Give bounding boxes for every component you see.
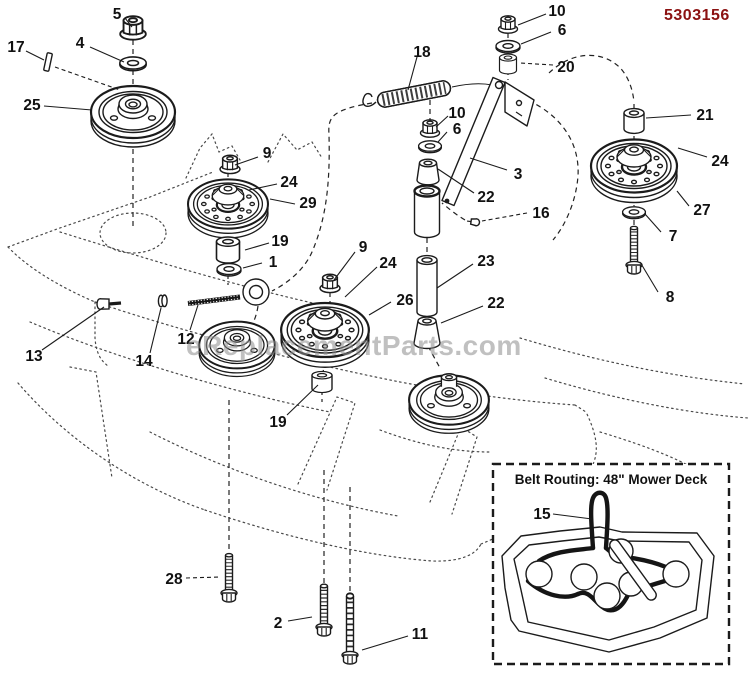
- callout-15: 15: [533, 506, 551, 523]
- square-key-17: [43, 52, 53, 72]
- callout-12: 12: [177, 331, 194, 348]
- bushing-22b: [413, 316, 441, 350]
- spindle-pulley-27: [589, 138, 679, 204]
- callout-24c: 24: [379, 255, 397, 272]
- callout-22b: 22: [487, 295, 504, 312]
- spacer-20: [498, 53, 518, 75]
- callout-10b: 10: [448, 105, 465, 122]
- hex-bolt-8: [625, 226, 643, 275]
- callout-leader-lines: [25, 13, 708, 651]
- belt-routing-inset: Belt Routing: 48" Mower Deck 15: [491, 462, 731, 666]
- flange-nut-10b: [419, 119, 441, 138]
- callout-16: 16: [532, 205, 550, 222]
- bushing-22a: [416, 158, 440, 186]
- callout-22a: 22: [477, 189, 494, 206]
- washer-14-edge: [157, 294, 168, 308]
- watermark: eReplacementParts.com: [186, 330, 522, 361]
- callout-14: 14: [135, 353, 153, 370]
- callout-4: 4: [76, 35, 85, 52]
- washer-6b: [417, 140, 443, 154]
- washer-6a: [495, 39, 521, 54]
- callout-18: 18: [413, 44, 431, 61]
- inset-title: Belt Routing: 48" Mower Deck: [515, 472, 708, 487]
- callout-27: 27: [693, 202, 710, 219]
- flat-idler-pulley-25: [89, 84, 177, 149]
- hex-bolt-28: [220, 554, 238, 603]
- callout-17: 17: [7, 39, 24, 56]
- flange-nut-5: [119, 15, 147, 41]
- screw-16: [466, 218, 481, 227]
- callout-29: 29: [299, 195, 317, 212]
- callout-23: 23: [477, 253, 495, 270]
- inset-pulleys: [525, 538, 690, 610]
- hex-bolt-2: [315, 584, 333, 637]
- idler-arm-3: [441, 76, 535, 207]
- washer-4: [119, 56, 147, 72]
- callout-24a: 24: [280, 174, 298, 191]
- callout-10a: 10: [548, 3, 565, 20]
- spacer-tube-23: [416, 254, 438, 318]
- callout-labels: 5 4 17 25 9 24 29 19 1 13 14 12 18 10 6 …: [7, 3, 729, 643]
- washer-1: [216, 262, 242, 277]
- callout-3: 3: [514, 166, 523, 183]
- callout-28: 28: [165, 571, 183, 588]
- callout-21: 21: [696, 107, 714, 124]
- spacer-21: [623, 107, 645, 135]
- hex-bolt-13: [96, 298, 122, 310]
- callout-25: 25: [23, 97, 41, 114]
- callout-11: 11: [412, 626, 429, 643]
- callout-24b: 24: [711, 153, 729, 170]
- callout-9b: 9: [359, 239, 368, 256]
- spacer-19b: [311, 370, 333, 394]
- callout-6b: 6: [453, 121, 462, 138]
- part-number: 5303156: [664, 7, 730, 24]
- flat-idler-pulley-bottom: [408, 373, 490, 435]
- callout-19b: 19: [269, 414, 287, 431]
- washer-7: [621, 206, 647, 220]
- callout-19a: 19: [271, 233, 289, 250]
- extension-spring-18: [362, 80, 493, 108]
- callout-26: 26: [396, 292, 414, 309]
- callout-6a: 6: [558, 22, 567, 39]
- hex-bolt-11: [341, 593, 359, 665]
- callout-2: 2: [274, 615, 283, 632]
- spacer-19a: [215, 236, 241, 264]
- callout-20: 20: [557, 59, 574, 76]
- callout-9a: 9: [263, 145, 272, 162]
- callout-8: 8: [666, 289, 675, 306]
- flange-nut-10a: [497, 15, 519, 34]
- callout-13: 13: [25, 348, 43, 365]
- spindle-housing: [413, 184, 441, 239]
- flange-nut-9b: [319, 273, 341, 294]
- eye-bolt-12: [187, 278, 270, 306]
- callout-7: 7: [669, 228, 678, 245]
- callout-1: 1: [269, 254, 278, 271]
- callout-5: 5: [113, 6, 122, 23]
